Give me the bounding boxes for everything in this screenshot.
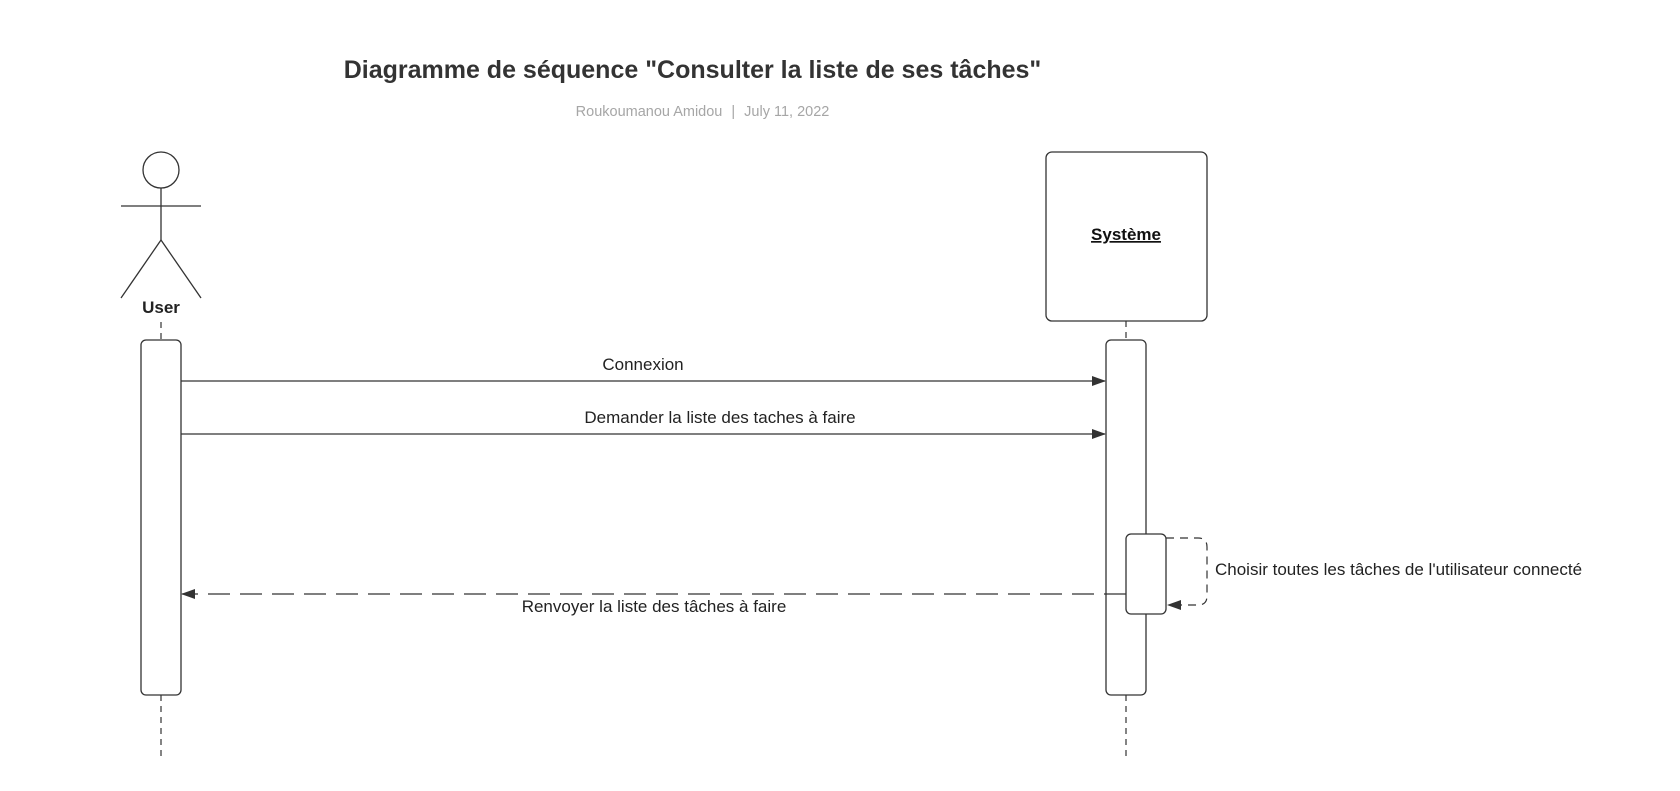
diagram-title: Diagramme de séquence "Consulter la list…	[343, 56, 1042, 84]
actor-user[interactable]	[120, 151, 202, 299]
diagram-meta: Roukoumanou Amidou | July 11, 2022	[0, 104, 1405, 120]
actor-head	[142, 151, 180, 189]
system-activation-bar[interactable]	[1105, 339, 1147, 696]
message-connexion-label: Connexion	[602, 355, 683, 374]
return-message-label: Renvoyer la liste des tâches à faire	[522, 597, 787, 616]
date: July 11, 2022	[744, 104, 830, 120]
system-object-label: Système	[1091, 225, 1161, 244]
actor-user-label: User	[142, 298, 180, 317]
author: Roukoumanou Amidou	[575, 104, 723, 120]
system-nested-activation[interactable]	[1125, 533, 1167, 615]
self-message-label: Choisir toutes les tâches de l'utilisate…	[1215, 560, 1582, 579]
self-message-arrow[interactable]	[1166, 537, 1208, 610]
actor-right-leg	[160, 239, 202, 299]
meta-separator: |	[731, 104, 736, 120]
message-demander-label: Demander la liste des taches à faire	[584, 408, 855, 427]
actor-left-leg	[120, 239, 162, 299]
user-activation-bar[interactable]	[140, 339, 182, 696]
